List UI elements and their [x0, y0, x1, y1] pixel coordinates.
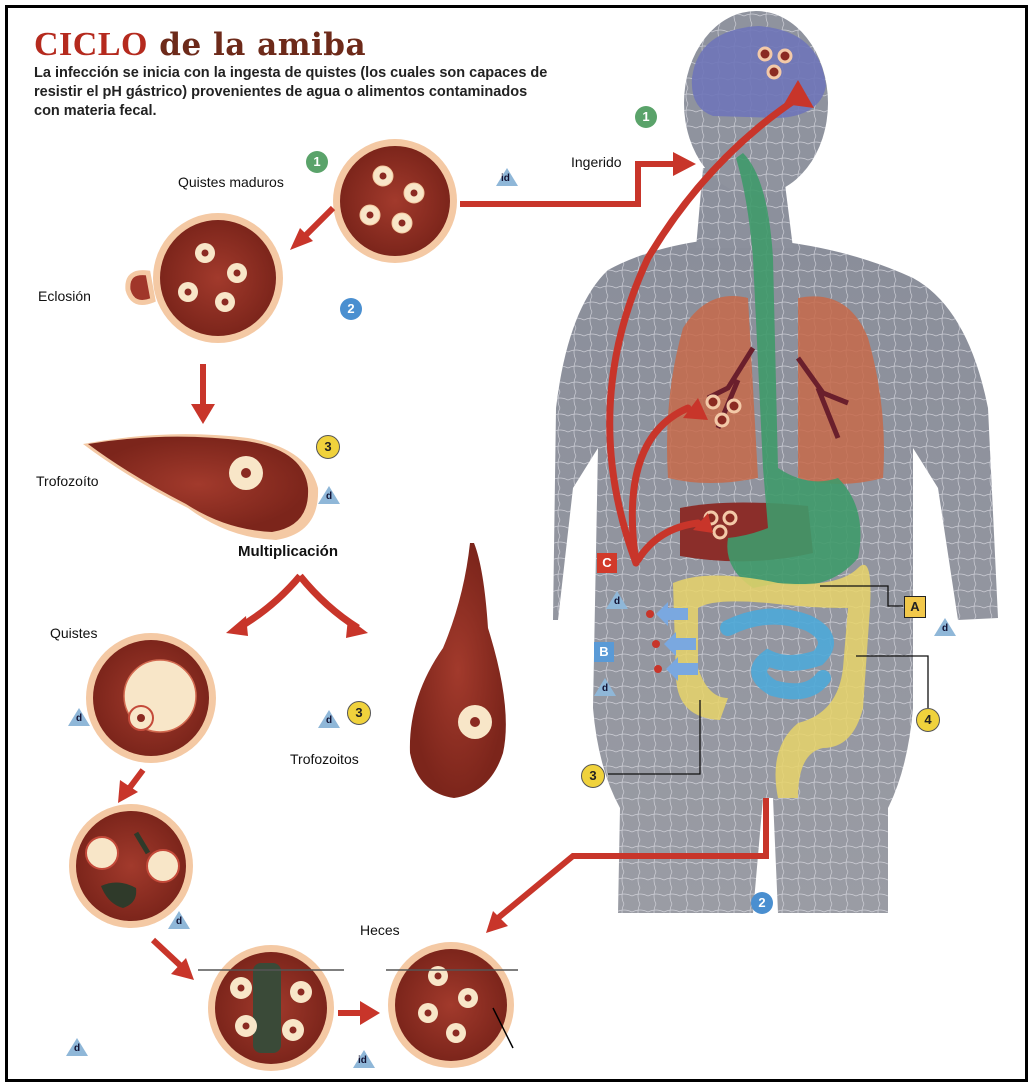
- label-ingerido: Ingerido: [571, 154, 622, 170]
- step-3-badge-trofozoitos: 3: [347, 701, 371, 725]
- id-mark: id: [353, 1050, 375, 1068]
- d-mark: d: [318, 710, 340, 728]
- eclosion-cyst: [128, 213, 283, 343]
- mature-cyst: [333, 139, 457, 263]
- immature-cyst: [86, 633, 216, 763]
- letter-b-marker: B: [594, 642, 614, 662]
- label-trofozoito: Trofozoíto: [36, 473, 99, 489]
- label-quistes-maduros: Quistes maduros: [178, 174, 284, 190]
- d-mark: d: [934, 618, 956, 636]
- step-3-badge: 3: [316, 435, 340, 459]
- label-eclosion: Eclosión: [38, 288, 91, 304]
- letter-a-marker: A: [904, 596, 926, 618]
- step-3-badge-body: 3: [581, 764, 605, 788]
- label-trofozoitos: Trofozoitos: [290, 751, 359, 767]
- d-mark: d: [68, 708, 90, 726]
- step-1-badge-body: 1: [635, 106, 657, 128]
- id-mark: id: [496, 168, 518, 186]
- step-2-badge-body: 2: [751, 892, 773, 914]
- chromatoid-cyst: [69, 804, 193, 928]
- d-mark: d: [168, 911, 190, 929]
- trophozoites: [410, 543, 506, 798]
- step-2-badge: 2: [340, 298, 362, 320]
- d-mark: d: [66, 1038, 88, 1056]
- step-4-badge-body: 4: [916, 708, 940, 732]
- arrow-to-cysts: [238, 576, 300, 628]
- trophozoite: [83, 434, 318, 540]
- stool-cyst: [386, 942, 518, 1068]
- d-mark: d: [606, 591, 628, 609]
- arrow-cyst-to-eclosion: [303, 208, 333, 238]
- diagram-frame: CICLO de la amiba La infección se inicia…: [5, 5, 1028, 1082]
- letter-c-marker: C: [597, 553, 617, 573]
- label-heces: Heces: [360, 922, 400, 938]
- step-1-badge: 1: [306, 151, 328, 173]
- label-multiplicacion: Multiplicación: [238, 543, 338, 560]
- d-mark: d: [318, 486, 340, 504]
- label-quistes: Quistes: [50, 625, 97, 641]
- ingested-arrow: [460, 164, 676, 204]
- quadrinucleate-cyst: [198, 945, 344, 1071]
- d-mark: d: [594, 678, 616, 696]
